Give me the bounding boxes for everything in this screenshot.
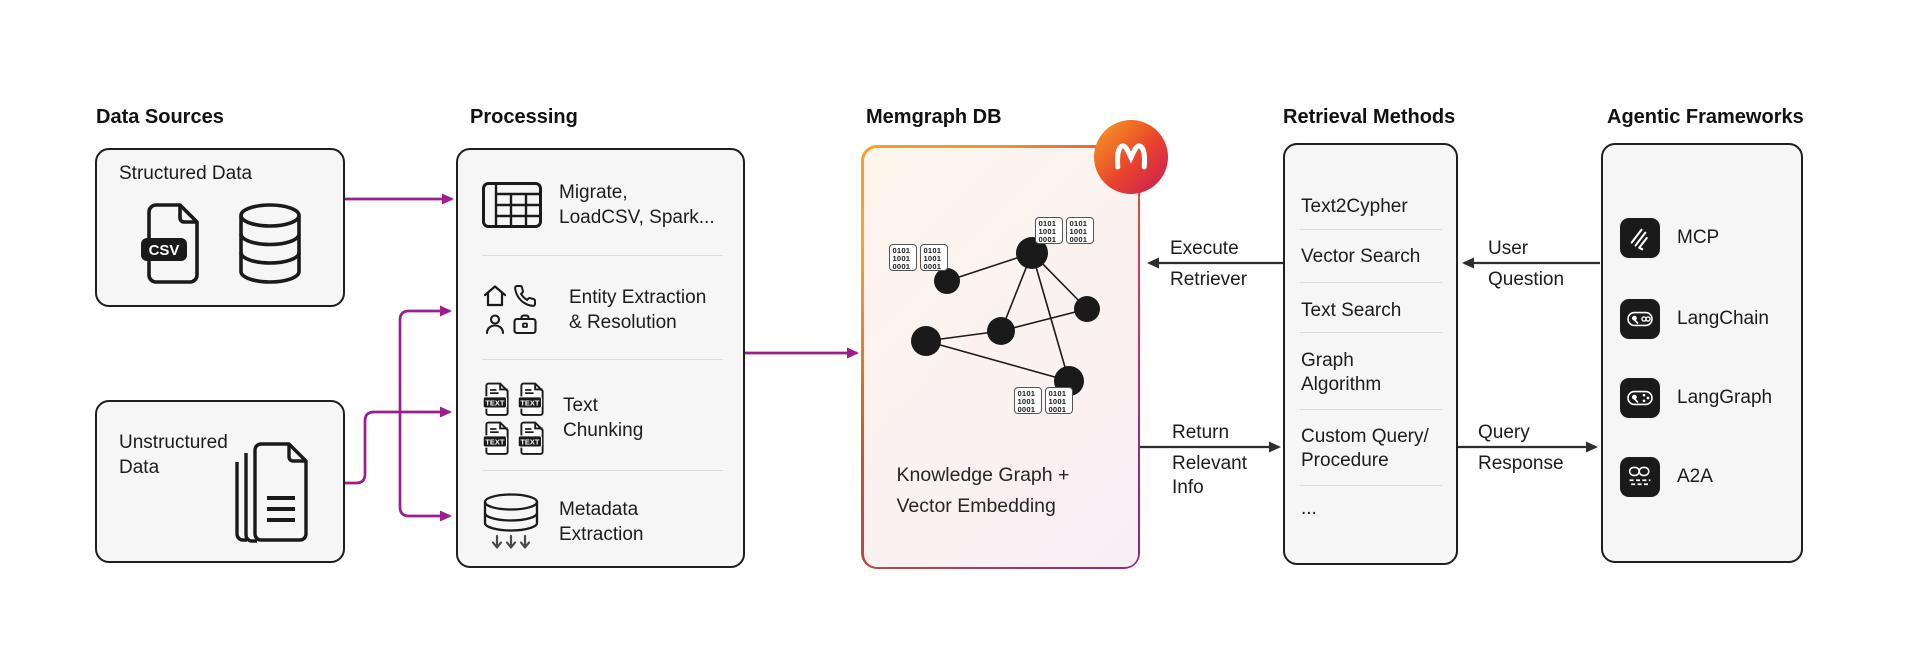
processing-metadata-label: Metadata Extraction	[559, 499, 644, 545]
retrieval-item-custom-query: Custom Query/ Procedure	[1301, 426, 1429, 471]
unstructured-data-label: Unstructured Data	[119, 432, 228, 478]
csv-file-icon: CSV	[141, 203, 199, 284]
text-badge: TEXT	[485, 437, 504, 446]
connector-branch-to-entity-extraction	[398, 305, 452, 412]
framework-row-langchain: LangChain	[1620, 299, 1769, 339]
csv-badge-text: CSV	[149, 242, 180, 259]
database-icon	[239, 203, 301, 284]
processing-row-migrate: Migrate, LoadCSV, Spark...	[482, 174, 727, 236]
processing-entity-label: Entity Extraction & Resolution	[569, 287, 707, 333]
connector-unstructured-to-chunking	[345, 406, 452, 485]
divider	[482, 359, 723, 360]
memgraph-logo	[1094, 120, 1168, 194]
header-memgraph-db: Memgraph DB	[866, 106, 1002, 128]
execute-retriever-label-top: Execute	[1170, 238, 1239, 259]
text-badge: TEXT	[520, 437, 539, 446]
execute-retriever-label-bottom: Retriever	[1170, 269, 1248, 290]
processing-row-entity: Entity Extraction & Resolution	[482, 274, 727, 346]
metadata-extraction-icon	[483, 493, 539, 549]
structured-data-label: Structured Data	[119, 163, 253, 184]
agentic-frameworks-box: MCP LangChain	[1601, 143, 1803, 563]
structured-data-box: Structured Data CSV	[95, 148, 345, 307]
divider	[1300, 332, 1442, 333]
divider	[482, 470, 723, 471]
framework-row-langgraph: LangGraph	[1620, 378, 1772, 418]
unstructured-data-box: Unstructured Data	[95, 400, 345, 563]
framework-row-a2a: A2A	[1620, 457, 1713, 497]
retrieval-item-text-search: Text Search	[1301, 300, 1402, 321]
memgraph-m-glyph	[1115, 143, 1147, 170]
framework-label: LangChain	[1677, 308, 1769, 329]
text-file-icon: TEXT	[517, 421, 544, 455]
query-response-label-top: Query	[1478, 422, 1530, 443]
text-file-icon: TEXT	[482, 382, 509, 416]
framework-label: A2A	[1677, 466, 1713, 487]
langchain-icon	[1620, 299, 1660, 339]
processing-row-chunking: TEXT TEXT TEXT	[482, 376, 727, 460]
framework-label: LangGraph	[1677, 387, 1773, 408]
langgraph-icon	[1620, 378, 1660, 418]
phone-icon	[514, 285, 537, 307]
text-file-icon: TEXT	[517, 382, 544, 416]
return-relevant-label-bottom: Relevant Info	[1172, 453, 1247, 498]
processing-row-metadata: Metadata Extraction	[482, 488, 727, 556]
retrieval-methods-box: Text2Cypher Vector Search Text Search Gr…	[1283, 143, 1458, 565]
user-question-label-bottom: Question	[1488, 269, 1565, 290]
query-response-label-bottom: Response	[1478, 453, 1564, 474]
retrieval-item-text2cypher: Text2Cypher	[1301, 196, 1408, 217]
framework-label: MCP	[1677, 227, 1720, 248]
spreadsheet-icon	[482, 182, 542, 228]
retrieval-item-more: ...	[1301, 498, 1317, 519]
retrieval-item-graph-algorithm: Graph Algorithm	[1301, 350, 1382, 395]
header-processing: Processing	[470, 106, 578, 128]
text-file-icon: TEXT	[482, 421, 509, 455]
a2a-icon	[1620, 457, 1660, 497]
divider	[1300, 229, 1442, 230]
connector-branch-to-metadata	[398, 412, 452, 522]
mcp-icon	[1620, 218, 1660, 258]
document-stack-icon	[235, 442, 308, 543]
text-badge: TEXT	[520, 398, 539, 407]
processing-migrate-label: Migrate, LoadCSV, Spark...	[559, 182, 715, 228]
processing-chunking-label: Text Chunking	[563, 395, 644, 441]
header-data-sources: Data Sources	[96, 106, 224, 128]
divider	[1300, 485, 1442, 486]
person-icon	[485, 314, 505, 335]
user-question-label-top: User	[1488, 238, 1529, 259]
processing-box: Migrate, LoadCSV, Spark...	[456, 148, 745, 568]
header-agentic-frameworks: Agentic Frameworks	[1607, 106, 1804, 128]
divider	[1300, 409, 1442, 410]
briefcase-icon	[513, 314, 537, 335]
knowledge-graph-visualization	[910, 236, 1100, 396]
return-relevant-label-top: Return	[1172, 422, 1230, 443]
memgraph-caption: Knowledge Graph + Vector Embedding	[896, 463, 1070, 517]
header-retrieval-methods: Retrieval Methods	[1283, 106, 1456, 128]
retrieval-item-vector-search: Vector Search	[1301, 246, 1421, 267]
house-icon	[483, 285, 507, 307]
divider	[1300, 282, 1442, 283]
divider	[482, 255, 723, 256]
framework-row-mcp: MCP	[1620, 218, 1719, 258]
text-badge: TEXT	[485, 398, 504, 407]
